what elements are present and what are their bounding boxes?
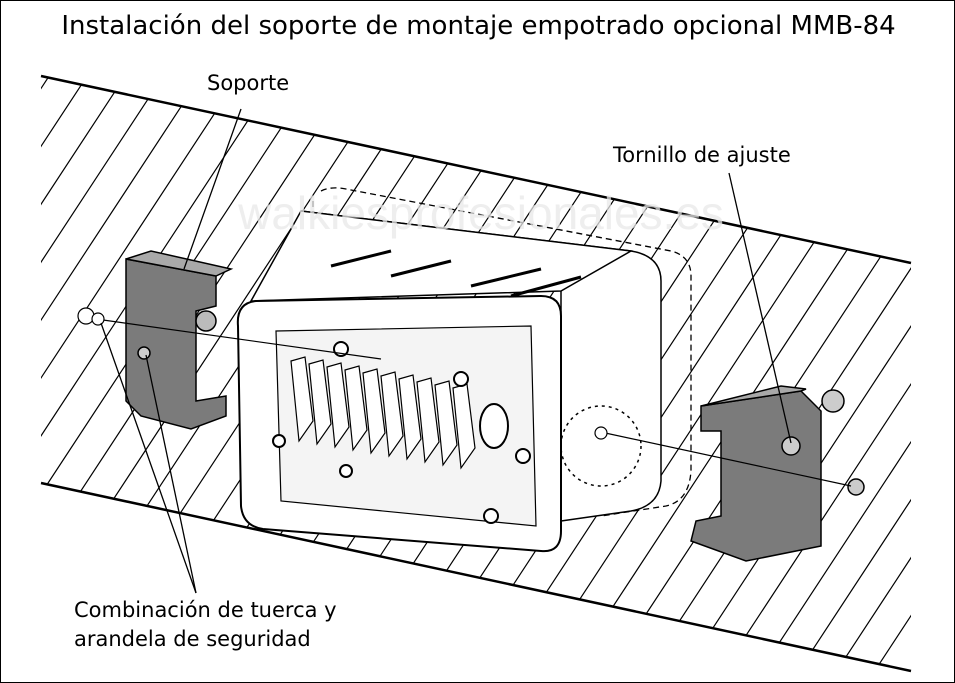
hatch-line bbox=[892, 76, 911, 671]
hatch-line bbox=[41, 76, 60, 671]
leader-lines bbox=[100, 108, 792, 594]
hatch-line bbox=[41, 76, 174, 671]
connector-fin bbox=[362, 368, 386, 455]
right-bracket bbox=[690, 385, 865, 562]
hatch-line bbox=[41, 76, 136, 671]
panel-bottom-edge bbox=[40, 481, 912, 673]
hatch-line bbox=[740, 76, 911, 671]
screw-axis-lines bbox=[77, 307, 852, 487]
watermark: walkiesprofesionales.es bbox=[237, 187, 724, 239]
label-nut-washer-line1: Combinación de tuerca y bbox=[74, 598, 337, 622]
label-nut-washer-line2: arandela de seguridad bbox=[74, 627, 311, 651]
connector-fin bbox=[398, 374, 422, 461]
panel-top-edge bbox=[40, 74, 912, 265]
hatch-line bbox=[626, 76, 911, 671]
hatch-line bbox=[664, 76, 911, 671]
radio-front-plate bbox=[236, 294, 562, 553]
hatch-line bbox=[588, 76, 911, 671]
hatch-line bbox=[931, 61, 955, 683]
connector-fin bbox=[326, 362, 350, 449]
connector-fin bbox=[290, 356, 314, 443]
hatch-line bbox=[41, 76, 326, 671]
hatch-line bbox=[778, 76, 911, 671]
left-bracket bbox=[125, 250, 234, 430]
connector-fin bbox=[416, 377, 440, 464]
hatch-line bbox=[41, 76, 212, 671]
connector-fin bbox=[380, 371, 404, 458]
label-bracket: Soporte bbox=[207, 71, 290, 95]
hatch-line bbox=[816, 76, 911, 671]
hatch-line bbox=[41, 76, 288, 671]
hatch-line bbox=[702, 76, 911, 671]
connector-fin bbox=[434, 380, 458, 467]
radio-body bbox=[249, 210, 662, 522]
connector-fin bbox=[344, 365, 368, 452]
label-adjust-screw: Tornillo de ajuste bbox=[613, 143, 791, 167]
hatch-line bbox=[1, 61, 21, 683]
diagram-title: Instalación del soporte de montaje empot… bbox=[61, 11, 896, 41]
hatch-line bbox=[41, 76, 250, 671]
connector-fin bbox=[308, 359, 332, 446]
hatch-line bbox=[854, 76, 911, 671]
